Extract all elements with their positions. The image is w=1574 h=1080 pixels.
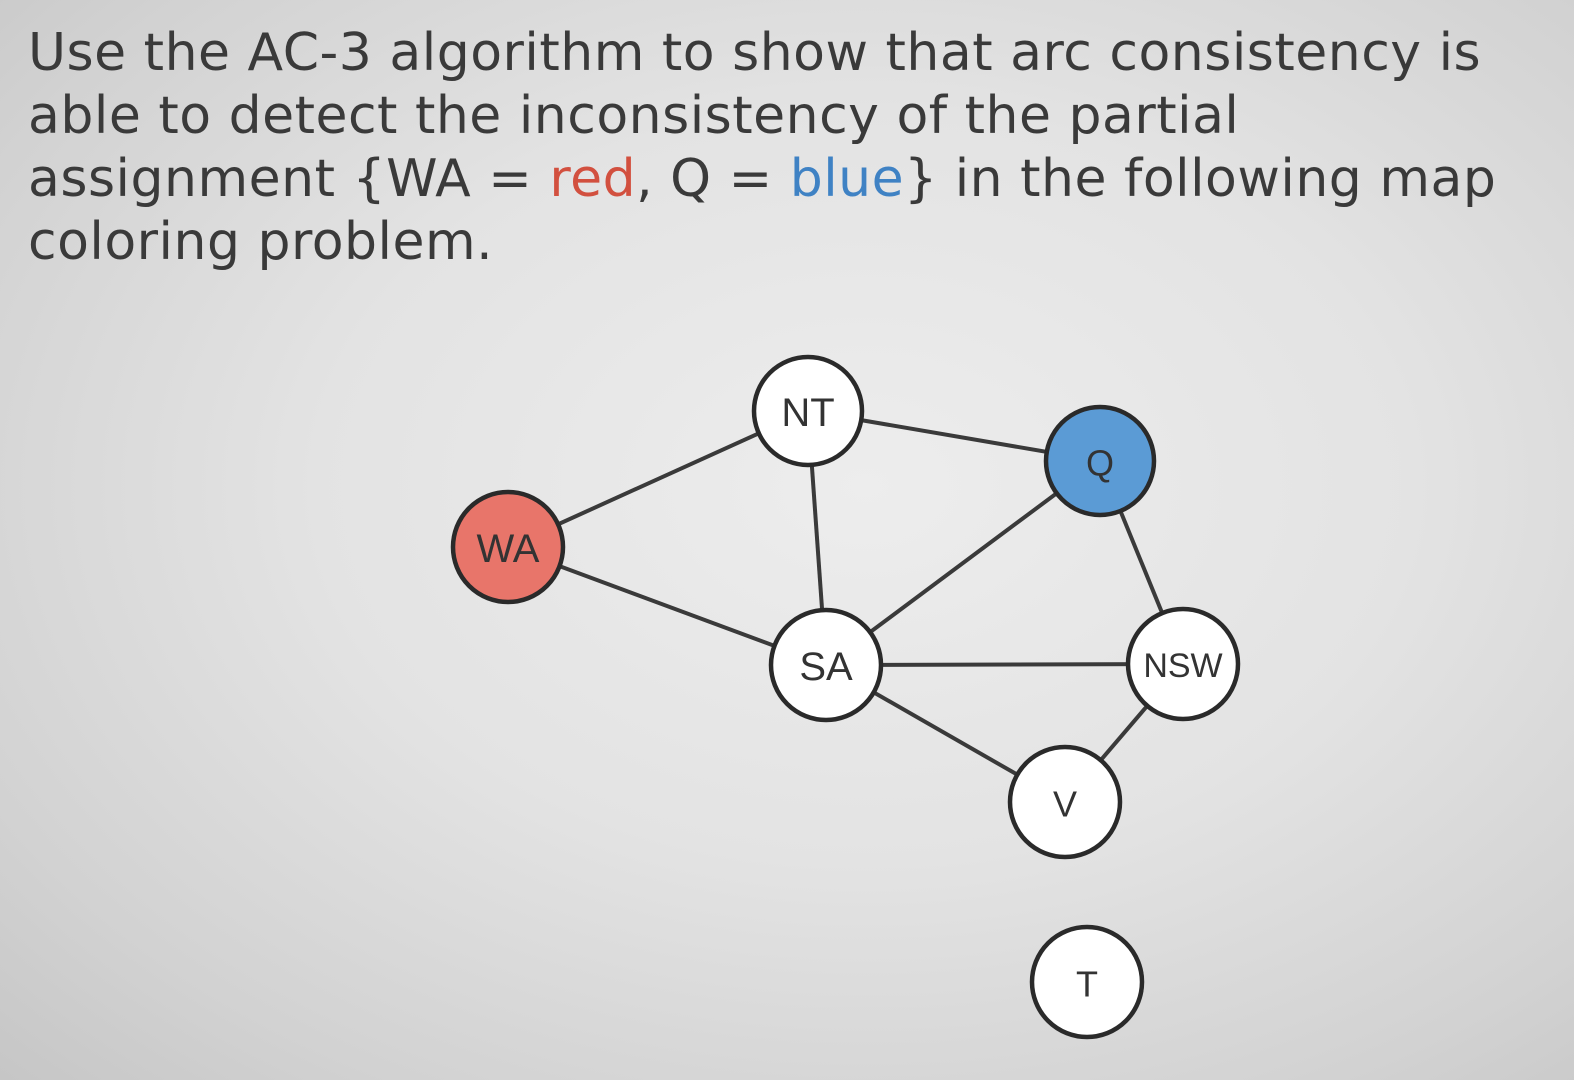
question-line-3-mid: , Q =	[636, 149, 790, 209]
node-sa-circle	[768, 607, 884, 723]
node-q-label: Q	[1086, 443, 1114, 484]
node-sa: SA	[768, 607, 884, 723]
question-line-3-start: assignment {WA =	[28, 149, 550, 209]
node-nsw-label: NSW	[1143, 647, 1222, 685]
node-nsw: NSW	[1125, 606, 1241, 722]
question-line-4: coloring problem.	[28, 212, 494, 272]
node-wa-circle	[450, 489, 566, 605]
question-line-2: able to detect the inconsistency of the …	[28, 86, 1240, 146]
node-t-label: T	[1076, 964, 1098, 1005]
node-q: Q	[1043, 404, 1157, 518]
node-q-circle	[1043, 404, 1157, 518]
node-wa-label: WA	[477, 527, 540, 571]
blue-value-text: blue	[789, 149, 905, 209]
node-wa: WA	[450, 489, 566, 605]
edge-sa-nsw	[825, 662, 1184, 667]
node-nt-label: NT	[781, 391, 834, 435]
question-line-3-end: } in the following map	[904, 149, 1497, 209]
question-text: Use the AC-3 algorithm to show that arc …	[28, 22, 1528, 274]
node-nsw-circle	[1125, 606, 1241, 722]
red-value-text: red	[549, 149, 637, 209]
node-sa-label: SA	[799, 645, 853, 689]
node-t: T	[1029, 924, 1145, 1040]
node-v: V	[1007, 744, 1123, 860]
node-nt-circle	[751, 354, 865, 468]
node-v-circle	[1007, 744, 1123, 860]
node-nt: NT	[751, 354, 865, 468]
nodes-layer: NT Q WA SA NSW V T	[450, 354, 1241, 1040]
question-line-1: Use the AC-3 algorithm to show that arc …	[28, 23, 1482, 83]
node-v-label: V	[1053, 784, 1077, 825]
node-t-circle	[1029, 924, 1145, 1040]
